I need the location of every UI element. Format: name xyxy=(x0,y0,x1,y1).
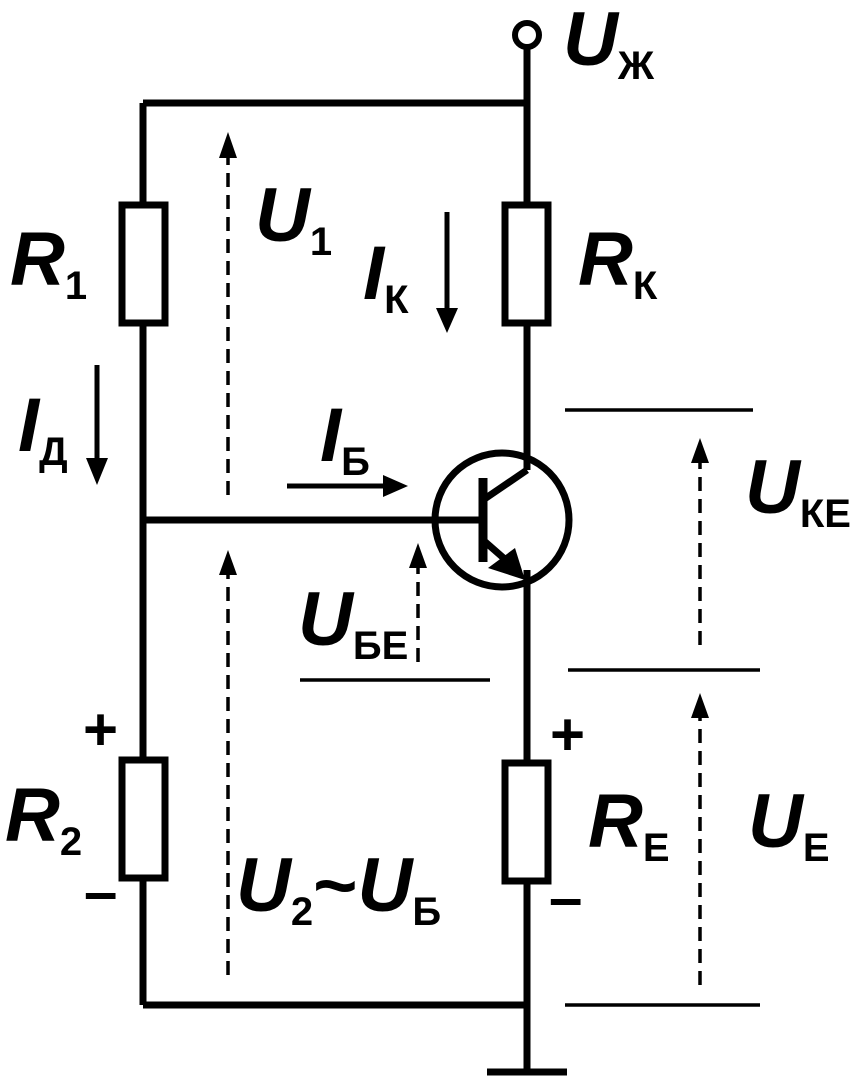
emitter-arrowhead xyxy=(488,548,525,580)
label-ube: UБЕ xyxy=(298,582,408,667)
label-rk-sub: К xyxy=(632,264,658,308)
label-ik: IК xyxy=(363,236,409,321)
label-re: RЕ xyxy=(588,784,670,869)
arrow-uke-head xyxy=(691,438,709,463)
label-u2-sub: 2 xyxy=(290,890,314,934)
label-u2-main: U xyxy=(236,843,291,928)
label-u1-main: U xyxy=(255,173,310,258)
arrow-ib-head xyxy=(383,475,408,497)
resistor-r1 xyxy=(118,201,169,327)
resistor-rk xyxy=(501,201,552,327)
transistor-collector xyxy=(481,467,529,503)
label-ik-sub: К xyxy=(384,278,409,322)
arrow-ube-head xyxy=(409,543,427,568)
label-r2-main: R xyxy=(5,773,60,858)
resistor-r2 xyxy=(118,756,169,882)
arrow-u1-head xyxy=(219,132,237,158)
supply-terminal xyxy=(512,20,542,50)
label-uke: UКЕ xyxy=(745,450,851,535)
r2-minus-sign: – xyxy=(84,858,118,925)
label-ue-main: U xyxy=(748,779,803,864)
label-uke-main: U xyxy=(745,445,800,530)
label-id-main: I xyxy=(18,383,40,468)
label-ib-sub: Б xyxy=(341,440,370,484)
arrow-ue-head xyxy=(691,693,709,718)
label-supply-main: U xyxy=(563,0,618,82)
label-rk-main: R xyxy=(578,217,633,302)
arrow-u2-head xyxy=(219,550,237,575)
label-ik-main: I xyxy=(363,231,385,316)
arrow-id-head xyxy=(86,458,108,485)
label-supply-voltage: UЖ xyxy=(563,2,654,87)
r2-plus-sign: + xyxy=(83,696,119,763)
label-r1-main: R xyxy=(10,217,65,302)
label-rk: RК xyxy=(578,222,657,307)
label-u1: U1 xyxy=(255,178,332,263)
label-ub-main: U xyxy=(357,843,413,928)
label-r1: R1 xyxy=(10,222,87,307)
label-ue-sub: Е xyxy=(802,826,830,870)
label-r1-sub: 1 xyxy=(64,264,88,308)
label-r2: R2 xyxy=(5,778,82,863)
label-id: IД xyxy=(18,388,68,473)
re-plus-sign: + xyxy=(550,701,586,768)
label-ib-main: I xyxy=(320,393,342,478)
label-u1-sub: 1 xyxy=(309,220,333,264)
re-minus-sign: – xyxy=(549,864,583,931)
label-u2-ub: U2~UБ xyxy=(236,848,441,933)
label-re-sub: Е xyxy=(642,826,670,870)
label-ube-main: U xyxy=(298,577,353,662)
label-ue: UЕ xyxy=(748,784,830,869)
label-r2-sub: 2 xyxy=(59,820,83,864)
arrow-ik-head xyxy=(436,308,458,333)
label-ube-sub: БЕ xyxy=(352,624,409,668)
transistor-body xyxy=(431,449,573,591)
label-uke-sub: КЕ xyxy=(799,492,851,536)
label-ub-sub: Б xyxy=(412,890,442,934)
label-u2-tilde: ~ xyxy=(313,843,358,928)
label-id-sub: Д xyxy=(39,430,68,474)
label-re-main: R xyxy=(588,779,643,864)
resistor-re xyxy=(501,759,552,885)
label-supply-sub: Ж xyxy=(617,44,655,88)
label-ib: IБ xyxy=(320,398,370,483)
